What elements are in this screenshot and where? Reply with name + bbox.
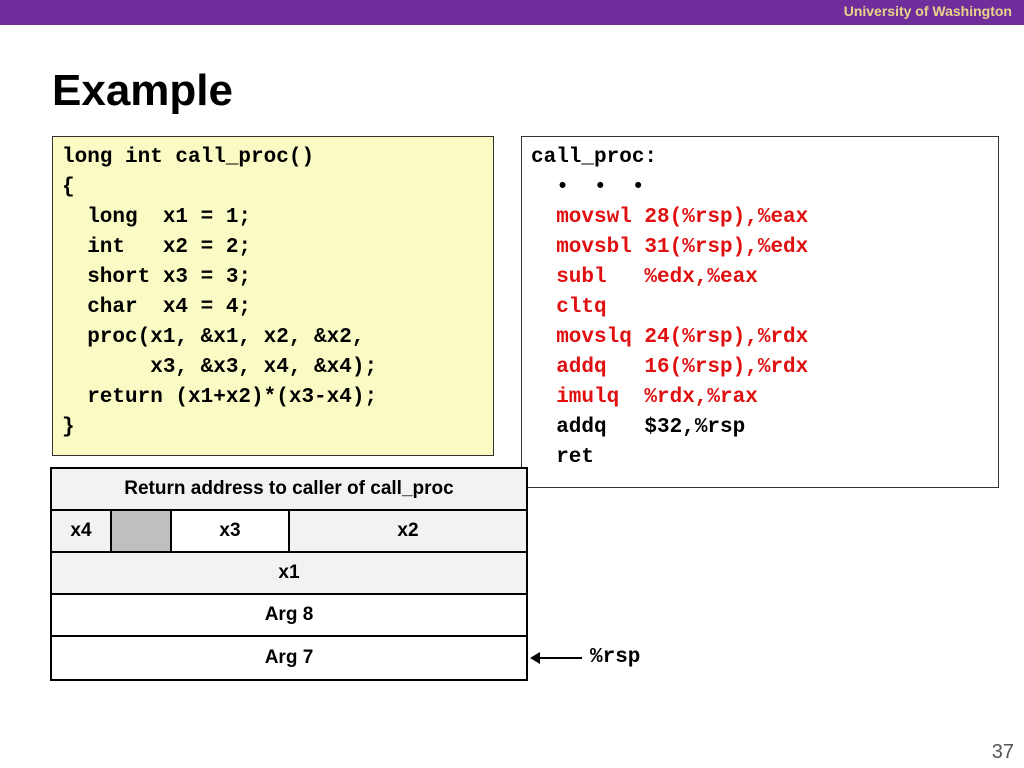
institution-label: University of Washington bbox=[843, 3, 1012, 19]
asm-code-line-highlighted: imulq %rdx,%rax bbox=[531, 386, 758, 409]
x1-cell: x1 bbox=[278, 562, 300, 583]
asm-code-box: call_proc: • • • movswl 28(%rsp),%eax mo… bbox=[521, 136, 999, 488]
asm-code-line-highlighted: addq 16(%rsp),%rdx bbox=[531, 356, 809, 379]
c-code-line: } bbox=[62, 416, 75, 439]
stack-row-locals: x4 x3 x2 bbox=[52, 511, 526, 553]
c-code-line: return (x1+x2)*(x3-x4); bbox=[62, 386, 378, 409]
asm-code-line-highlighted: movsbl 31(%rsp),%edx bbox=[531, 236, 809, 259]
x2-cell: x2 bbox=[290, 511, 526, 551]
c-code-line: proc(x1, &x1, x2, &x2, bbox=[62, 326, 365, 349]
c-code-line: char x4 = 4; bbox=[62, 296, 252, 319]
rsp-arrow-icon bbox=[530, 652, 582, 664]
asm-code-line-highlighted: movswl 28(%rsp),%eax bbox=[531, 206, 809, 229]
asm-ellipsis: • • • bbox=[531, 176, 645, 199]
asm-code-line-highlighted: subl %edx,%eax bbox=[531, 266, 758, 289]
asm-code-line-highlighted: movslq 24(%rsp),%rdx bbox=[531, 326, 809, 349]
c-code-line: long int call_proc() bbox=[62, 146, 315, 169]
stack-row-return-address: Return address to caller of call_proc bbox=[52, 469, 526, 511]
arg7-cell: Arg 7 bbox=[264, 647, 314, 668]
c-code-line: long x1 = 1; bbox=[62, 206, 252, 229]
asm-code-line: call_proc: bbox=[531, 146, 658, 169]
return-address-cell: Return address to caller of call_proc bbox=[124, 478, 454, 499]
stack-frame-diagram: Return address to caller of call_proc x4… bbox=[50, 467, 528, 681]
x4-cell: x4 bbox=[52, 511, 112, 551]
c-code-line: { bbox=[62, 176, 75, 199]
stack-row-arg8: Arg 8 bbox=[52, 595, 526, 637]
c-code-line: int x2 = 2; bbox=[62, 236, 252, 259]
slide-title: Example bbox=[52, 66, 233, 115]
c-code-line: x3, &x3, x4, &x4); bbox=[62, 356, 378, 379]
page-number: 37 bbox=[991, 741, 1014, 763]
header-bar: University of Washington bbox=[0, 0, 1024, 25]
x3-cell: x3 bbox=[172, 511, 290, 551]
arg8-cell: Arg 8 bbox=[264, 604, 314, 625]
asm-code-line: ret bbox=[531, 446, 595, 469]
stack-row-arg7: Arg 7 bbox=[52, 637, 526, 679]
stack-row-x1: x1 bbox=[52, 553, 526, 595]
c-code-line: short x3 = 3; bbox=[62, 266, 252, 289]
asm-code-line-highlighted: cltq bbox=[531, 296, 607, 319]
rsp-pointer-label: %rsp bbox=[590, 646, 641, 669]
asm-code-line: addq $32,%rsp bbox=[531, 416, 746, 439]
padding-cell bbox=[112, 511, 172, 551]
c-code-box: long int call_proc() { long x1 = 1; int … bbox=[52, 136, 494, 456]
